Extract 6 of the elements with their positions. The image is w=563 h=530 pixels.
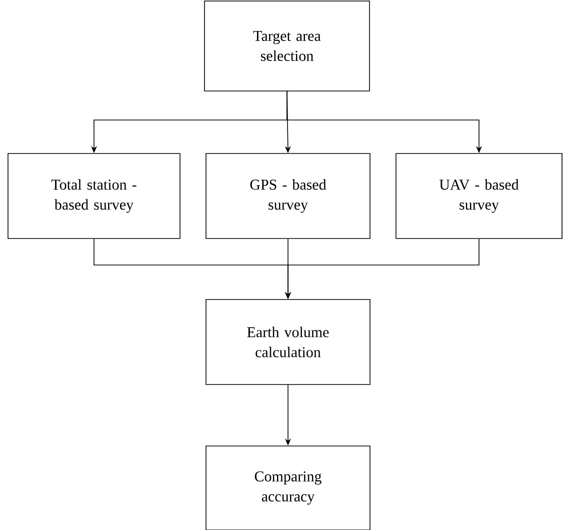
process-box: Target area selection — [204, 0, 370, 92]
process-box: GPS - based survey — [206, 153, 370, 239]
process-box: UAV - based survey — [396, 153, 562, 239]
process-box: Comparing accuracy — [206, 446, 370, 530]
process-box: Total station - based survey — [8, 153, 180, 239]
process-box: Earth volume calculation — [206, 299, 370, 385]
